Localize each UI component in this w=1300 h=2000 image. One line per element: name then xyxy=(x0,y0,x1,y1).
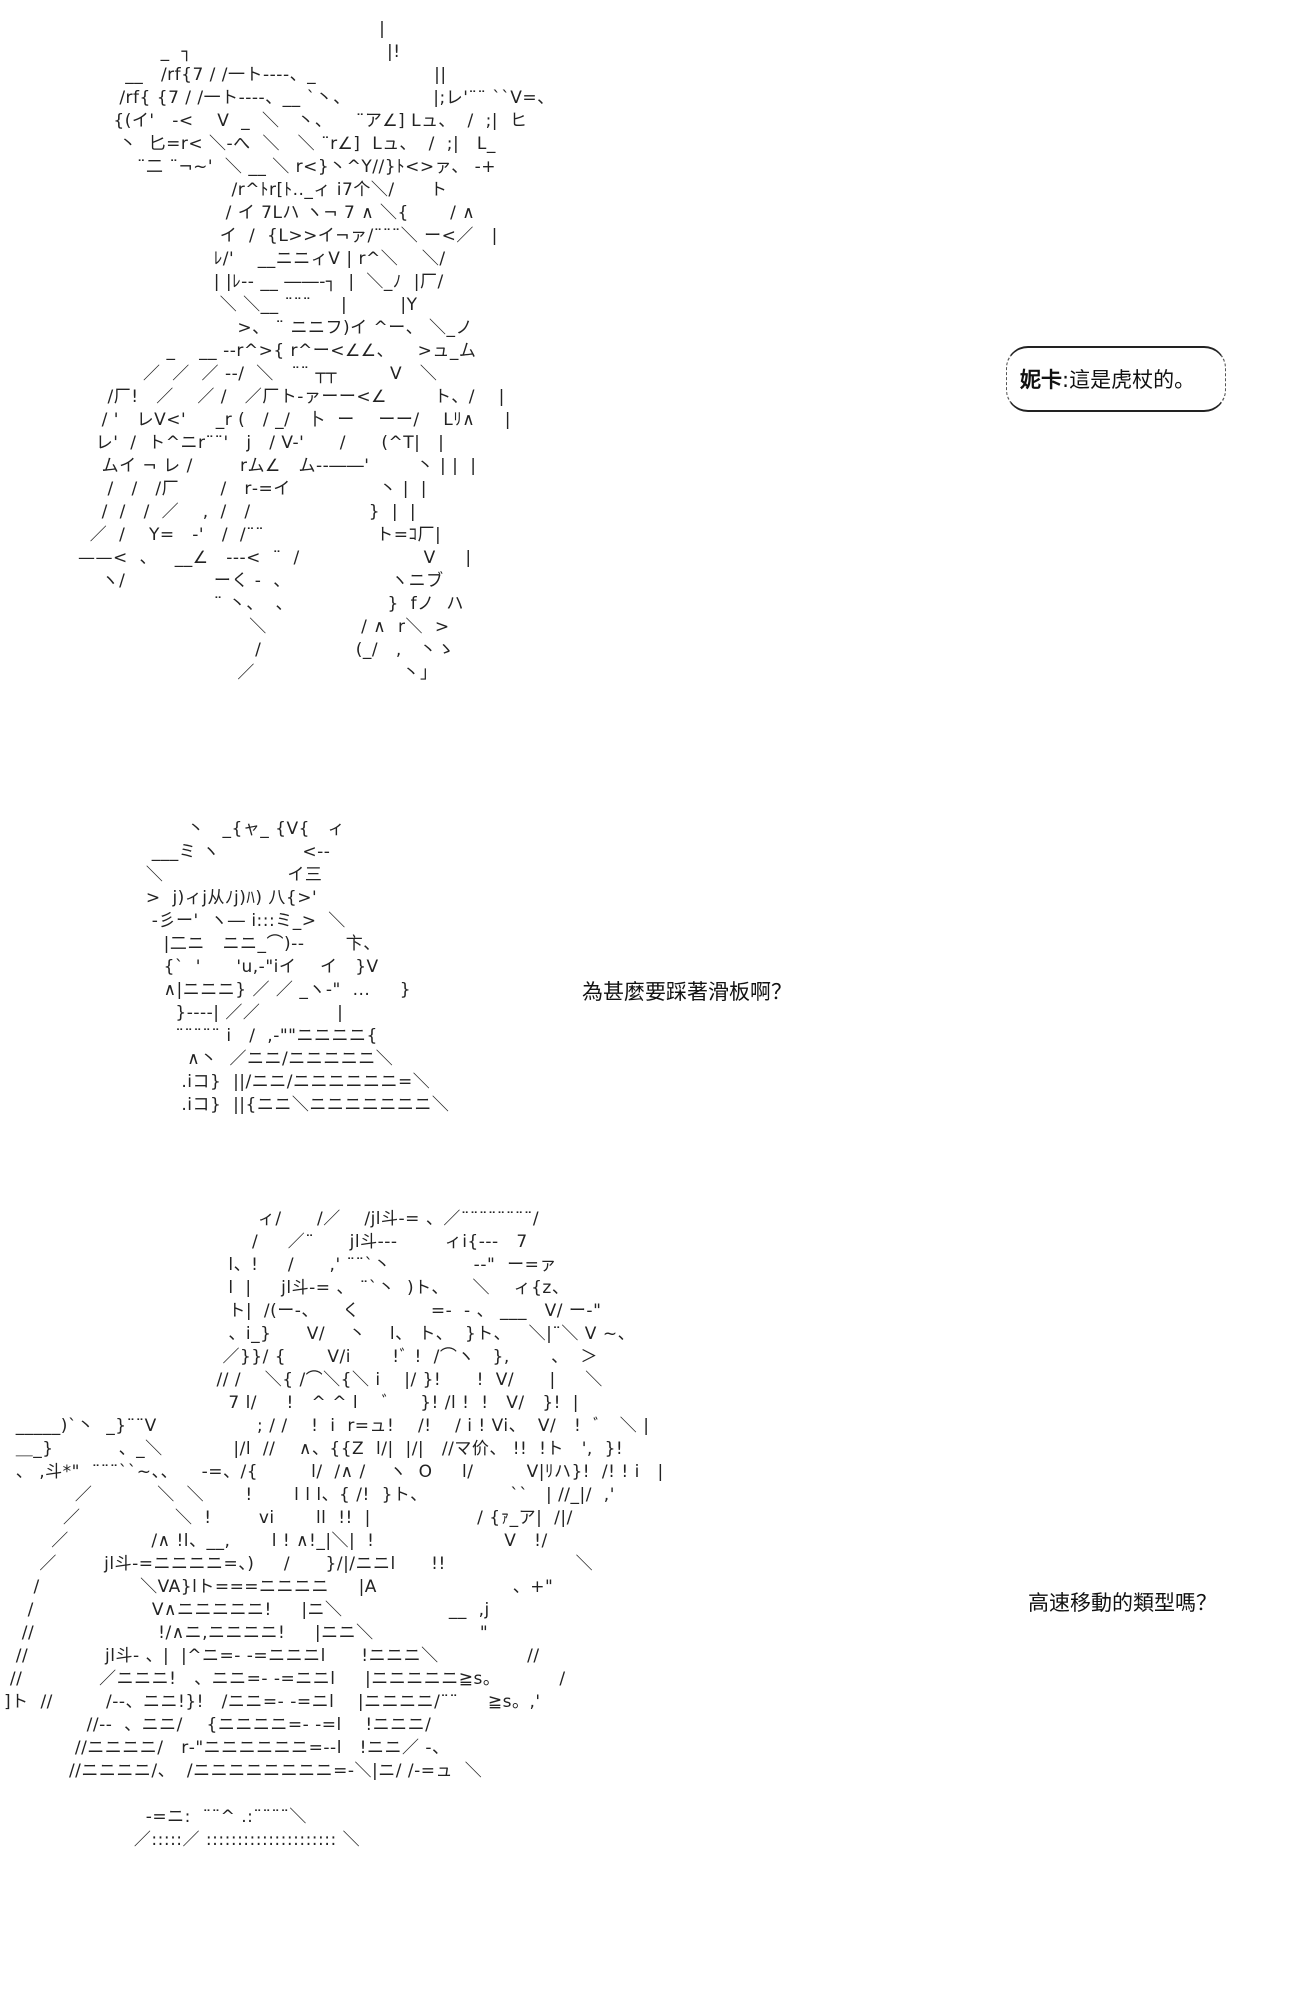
ascii-art-top-figure: | _ ┐ |! __ /rf{7 / /一ト----、_ || /rf{ {7… xyxy=(78,19,555,683)
dialogue-line: 這是虎杖的。 xyxy=(1069,368,1196,392)
dialogue-line: 高速移動的類型嗎？ xyxy=(1028,1591,1217,1615)
speech-bubble: 妮卡:這是虎杖的。 xyxy=(1000,340,1230,418)
speech-bubble-text: 妮卡:這是虎杖的。 xyxy=(1020,364,1195,394)
speech-bubble-frame xyxy=(1006,346,1226,412)
ascii-art-bottom-figure: ィ/ /／ /jl斗-= 、／¨¨¨¨¨¨¨¨/ / ／¨ jl斗--- ィi{… xyxy=(4,1209,664,1850)
speaker-separator: : xyxy=(1062,368,1070,392)
dialogue-line: 為甚麼要踩著滑板啊？ xyxy=(582,980,792,1004)
speaker-name: 妮卡 xyxy=(1020,368,1062,392)
ascii-art-middle-figure: 丶 _{ャ_ {V{ ィ ___ミ ヽ <-‐ ＼ イ三 > j)ィj从ﾉj)ﾊ… xyxy=(145,819,450,1115)
